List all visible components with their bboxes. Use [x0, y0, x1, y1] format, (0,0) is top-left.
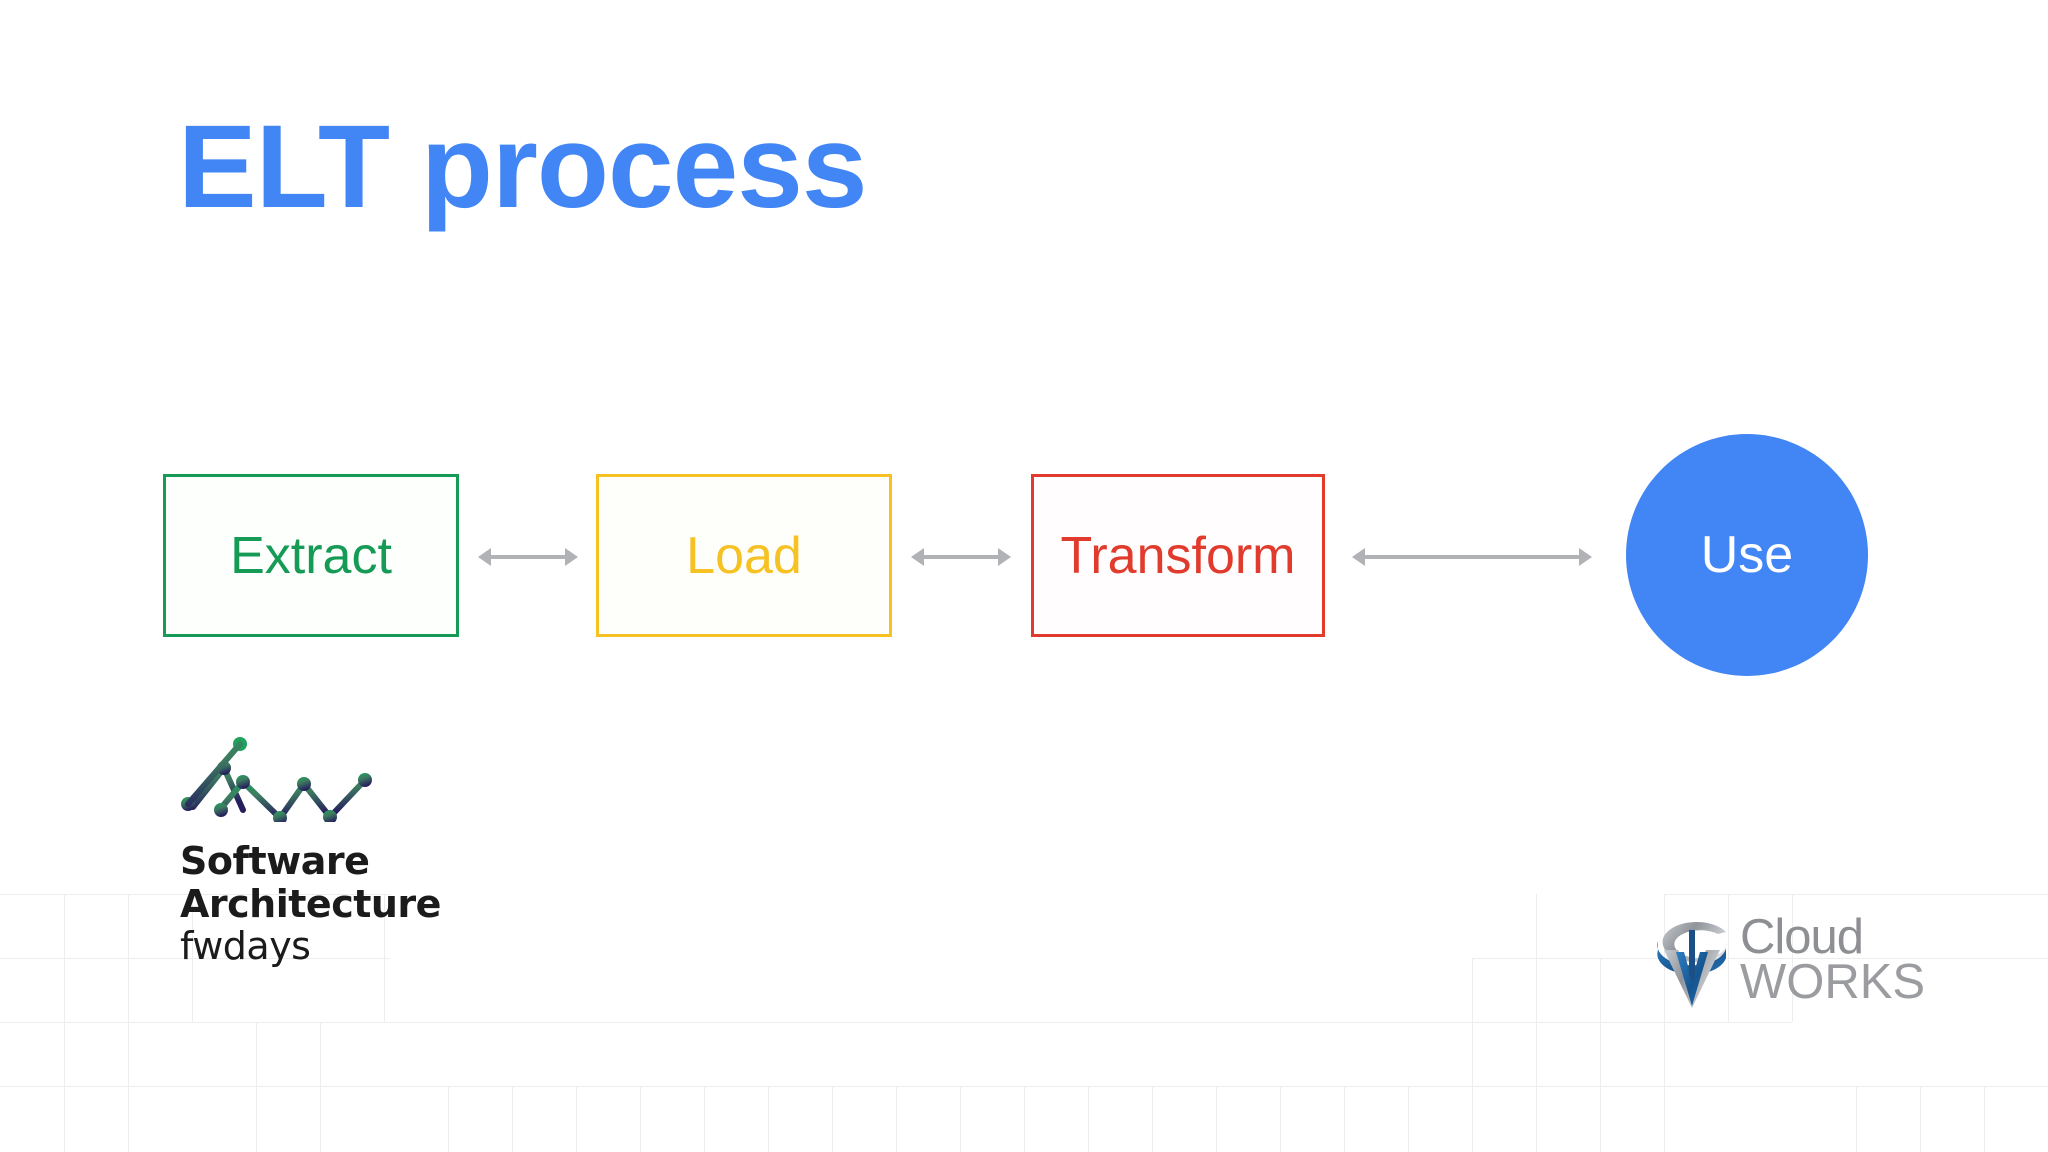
- flow-node-transform-label: Transform: [1060, 526, 1296, 585]
- arrow-shaft: [1361, 555, 1583, 559]
- elt-flow-diagram: Extract Load Transform Use: [0, 434, 2048, 724]
- arrow-head-right-icon: [565, 548, 578, 566]
- fwdays-logo: Software Architecture fwdays: [180, 722, 441, 969]
- page-title: ELT process: [178, 101, 868, 233]
- flow-arrow-extract-load: [478, 544, 578, 568]
- fwdays-line-3: fwdays: [180, 924, 311, 969]
- fwdays-wordmark: Software Architecture fwdays: [180, 840, 441, 969]
- cloudworks-logo: Cloud WORKS: [1640, 908, 1925, 1012]
- flow-node-transform[interactable]: Transform: [1031, 474, 1325, 637]
- flow-node-load[interactable]: Load: [596, 474, 892, 637]
- arrow-shaft: [920, 555, 1002, 559]
- arrow-head-right-icon: [998, 548, 1011, 566]
- cloudworks-cw-icon: [1657, 922, 1727, 1008]
- zigzag-chart-icon: [181, 737, 372, 822]
- arrow-head-left-icon: [478, 548, 491, 566]
- page-title-rest: process: [389, 101, 868, 233]
- flow-node-use[interactable]: Use: [1626, 434, 1868, 676]
- flow-node-extract[interactable]: Extract: [163, 474, 459, 637]
- page-title-strong: ELT: [178, 101, 390, 233]
- flow-node-use-label: Use: [1700, 526, 1794, 584]
- flow-arrow-load-transform: [911, 544, 1011, 568]
- cloudworks-line-2: WORKS: [1740, 955, 1926, 1009]
- fwdays-line-1: Software: [180, 839, 370, 883]
- flow-arrow-transform-use: [1352, 544, 1592, 568]
- arrow-head-left-icon: [1352, 548, 1365, 566]
- cloudworks-line-1: Cloud: [1740, 909, 1864, 964]
- fwdays-line-2: Architecture: [180, 881, 441, 926]
- cloudworks-wordmark: Cloud WORKS: [1740, 909, 1926, 1009]
- arrow-head-right-icon: [1579, 548, 1592, 566]
- flow-node-extract-label: Extract: [230, 526, 392, 585]
- arrow-head-left-icon: [911, 548, 924, 566]
- arrow-shaft: [487, 555, 569, 559]
- flow-node-load-label: Load: [686, 526, 802, 585]
